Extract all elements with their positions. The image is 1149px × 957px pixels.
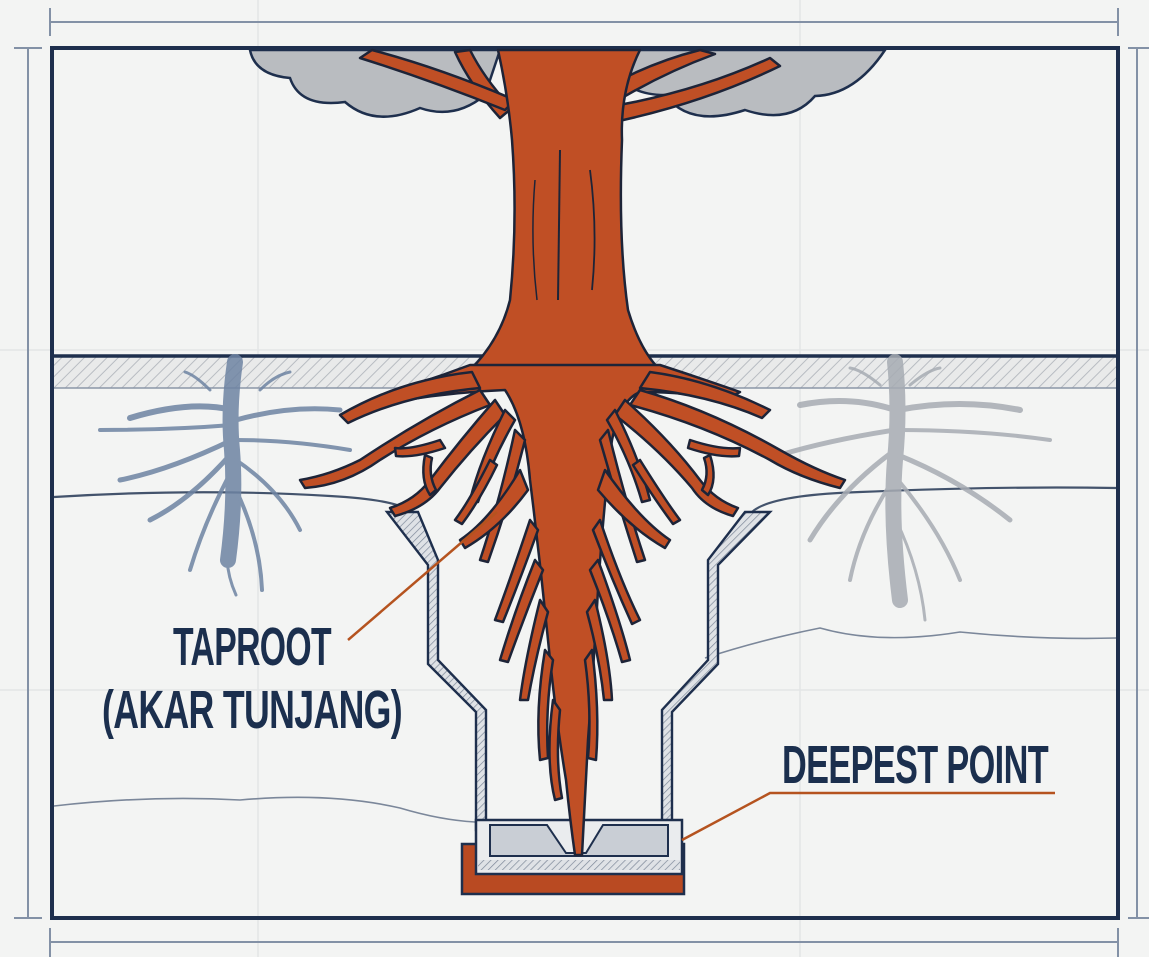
lateral-roots-right — [777, 354, 1052, 622]
taproot-leader-line — [347, 511, 498, 641]
lateral-roots-left — [98, 354, 352, 597]
taproot-tree — [298, 48, 847, 857]
deepest-point-label: DEEPEST POINT — [782, 735, 1049, 795]
deepest-point-leader-line — [681, 791, 1055, 842]
taproot-local-name-label: (AKAR TUNJANG) — [102, 680, 402, 740]
dimension-lines — [14, 8, 1149, 957]
taproot-label: TAPROOT — [173, 617, 332, 677]
diagram-frame — [50, 46, 1120, 920]
leader-lines — [347, 511, 1055, 842]
